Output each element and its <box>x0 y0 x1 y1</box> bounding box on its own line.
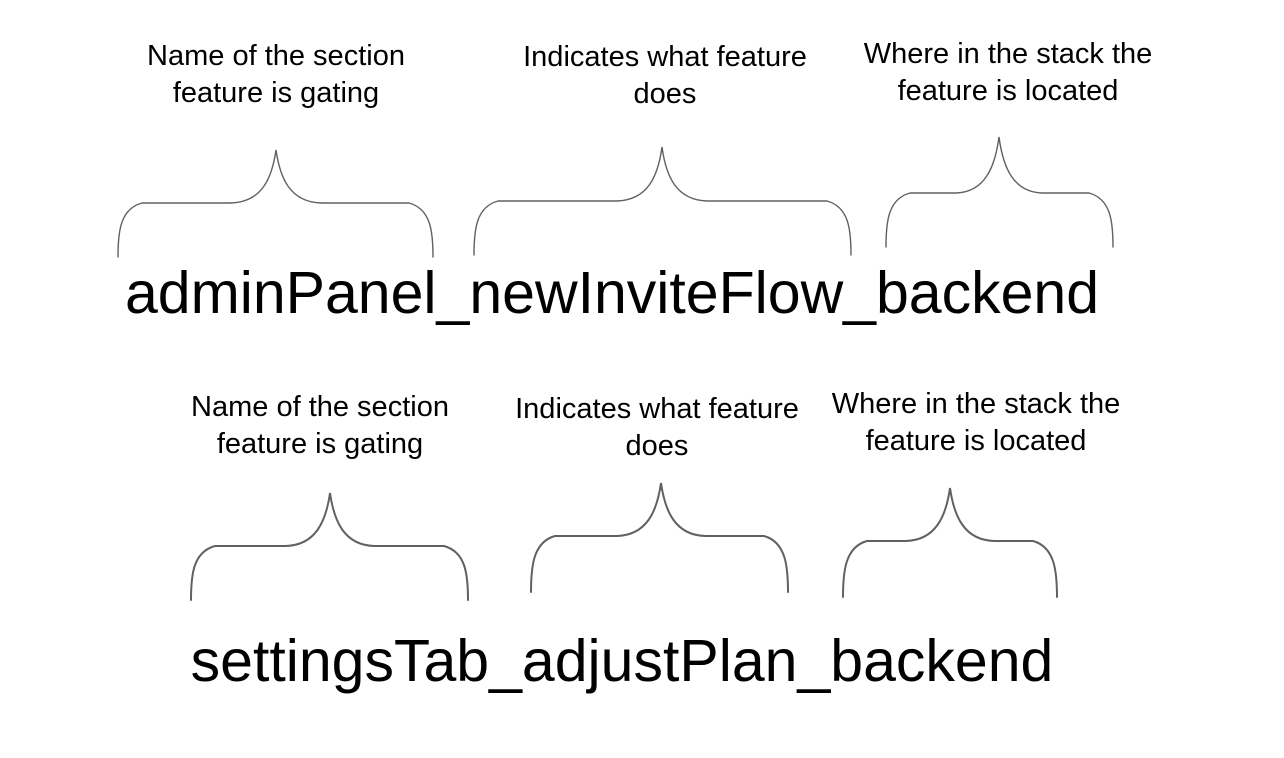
brace-icon <box>117 149 434 258</box>
label-feature-purpose-top: Indicates what feature does <box>475 39 855 113</box>
label-line: Indicates what feature <box>523 41 807 73</box>
label-line: Name of the section <box>191 391 449 423</box>
label-line: does <box>625 430 689 462</box>
label-stack-location-top: Where in the stack the feature is locate… <box>818 36 1198 110</box>
label-line: Indicates what feature <box>515 393 799 425</box>
label-line: feature is gating <box>172 77 380 109</box>
brace-icon <box>190 492 469 601</box>
feature-flag-name-2: settingsTab_adjustPlan_backend <box>190 628 1054 694</box>
label-line: Where in the stack the <box>863 38 1153 70</box>
label-line: feature is located <box>865 425 1087 457</box>
label-line: Name of the section <box>147 40 405 72</box>
feature-flag-name-1: adminPanel_newInviteFlow_backend <box>124 260 1100 326</box>
label-section-name-top: Name of the section feature is gating <box>86 38 466 112</box>
label-feature-purpose-bottom: Indicates what feature does <box>467 391 847 465</box>
label-section-name-bottom: Name of the section feature is gating <box>130 389 510 463</box>
brace-icon <box>842 487 1058 598</box>
label-line: feature is gating <box>216 428 424 460</box>
label-line: does <box>633 78 697 110</box>
label-line: feature is located <box>897 75 1119 107</box>
label-stack-location-bottom: Where in the stack the feature is locate… <box>786 386 1166 460</box>
brace-icon <box>885 136 1114 248</box>
brace-icon <box>530 482 789 593</box>
label-line: Where in the stack the <box>831 388 1121 420</box>
brace-icon <box>473 146 852 256</box>
